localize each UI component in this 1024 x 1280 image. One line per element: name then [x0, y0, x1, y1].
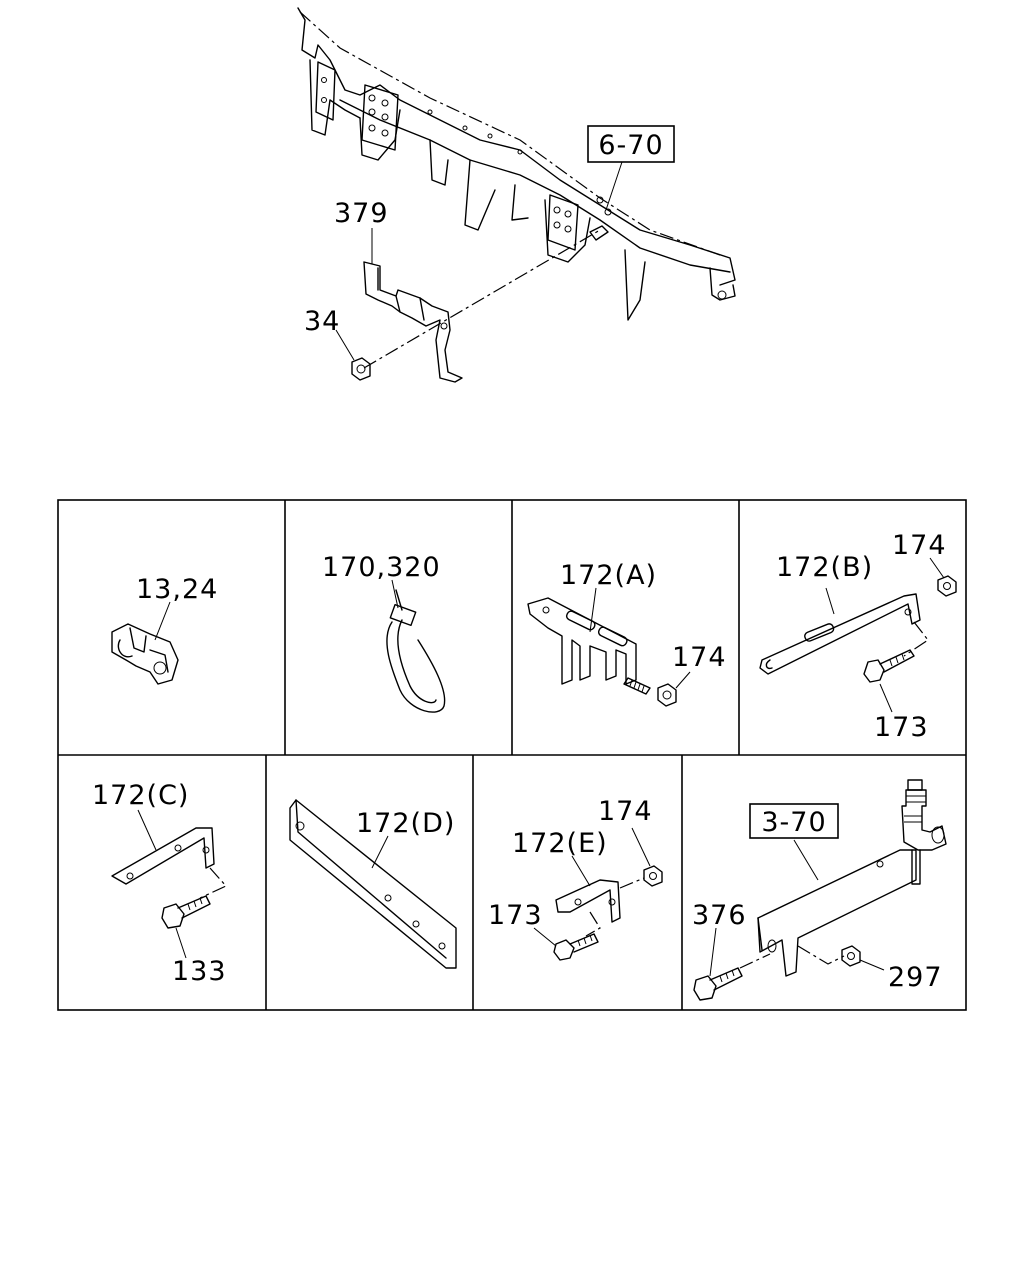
part-376-bolt	[693, 967, 743, 1001]
label-172b: 172(B)	[776, 552, 873, 583]
part-172b-bracket	[759, 593, 921, 675]
ref-label-3-70: 3-70	[761, 807, 826, 838]
part-bolt-172a	[623, 677, 651, 695]
leader-172d	[371, 835, 389, 869]
part-379-bracket	[363, 261, 463, 383]
leader-172c	[137, 809, 157, 851]
leader-3-70	[793, 839, 819, 881]
part-172a-bracket	[527, 597, 637, 685]
leader-376	[709, 927, 717, 977]
label-174-b: 174	[892, 530, 947, 561]
assembly-line-376	[739, 953, 771, 969]
assembly-line-297	[797, 945, 845, 965]
label-170-320: 170,320	[322, 552, 441, 583]
leader-174-e	[631, 827, 651, 867]
part-172e-bracket	[555, 879, 621, 923]
part-valve-bracket	[757, 849, 917, 977]
part-173-bolt-e	[553, 933, 599, 961]
assembly-line-172c	[199, 867, 227, 899]
label-34: 34	[304, 306, 340, 337]
assembly-line-34	[363, 229, 601, 369]
ref-box-6-70	[587, 125, 675, 163]
ref-box-3-70	[749, 803, 839, 839]
assembly-line-174-e	[619, 877, 645, 889]
part-170-320-cable-tie	[386, 589, 446, 713]
leader-34	[335, 329, 355, 361]
leader-297	[859, 959, 885, 971]
part-34-nut	[351, 357, 371, 381]
label-172a: 172(A)	[560, 560, 657, 591]
parts-grid	[57, 499, 967, 1011]
label-174-e: 174	[598, 796, 653, 827]
ref-label-6-70: 6-70	[598, 130, 663, 161]
label-174-a: 174	[672, 642, 727, 673]
leader-174-a	[675, 671, 691, 689]
label-172c: 172(C)	[92, 780, 189, 811]
part-174-nut-a	[657, 683, 677, 707]
leader-173-b	[879, 683, 893, 713]
leader-13-24	[154, 601, 171, 641]
part-valve-fitting	[901, 779, 947, 885]
part-13-24-clip	[111, 623, 179, 685]
part-174-nut-b	[937, 575, 957, 597]
label-13-24: 13,24	[136, 574, 218, 605]
part-174-nut-e	[643, 865, 663, 887]
leader-170-320	[391, 579, 399, 609]
part-172d-plate	[289, 799, 457, 969]
assembly-line-172b	[903, 621, 929, 657]
leader-173-e	[533, 927, 557, 947]
part-172c-bracket	[111, 827, 215, 885]
leader-174-b	[929, 557, 945, 579]
part-173-bolt-b	[863, 649, 915, 683]
assembly-line-173-e	[585, 911, 601, 937]
leader-133	[175, 927, 187, 959]
part-297-nut	[841, 945, 861, 967]
label-173-b: 173	[874, 712, 929, 743]
leader-172a	[589, 587, 597, 633]
label-376: 376	[692, 900, 747, 931]
label-172d: 172(D)	[356, 808, 455, 839]
label-173-e: 173	[488, 900, 543, 931]
label-133: 133	[172, 956, 227, 987]
leader-172b	[825, 587, 835, 615]
chassis-frame	[297, 7, 736, 321]
label-379: 379	[334, 198, 389, 229]
part-133-bolt	[161, 895, 211, 929]
label-297: 297	[888, 962, 943, 993]
leader-172e	[571, 855, 591, 887]
label-172e: 172(E)	[512, 828, 608, 859]
leader-6-70	[605, 161, 623, 211]
